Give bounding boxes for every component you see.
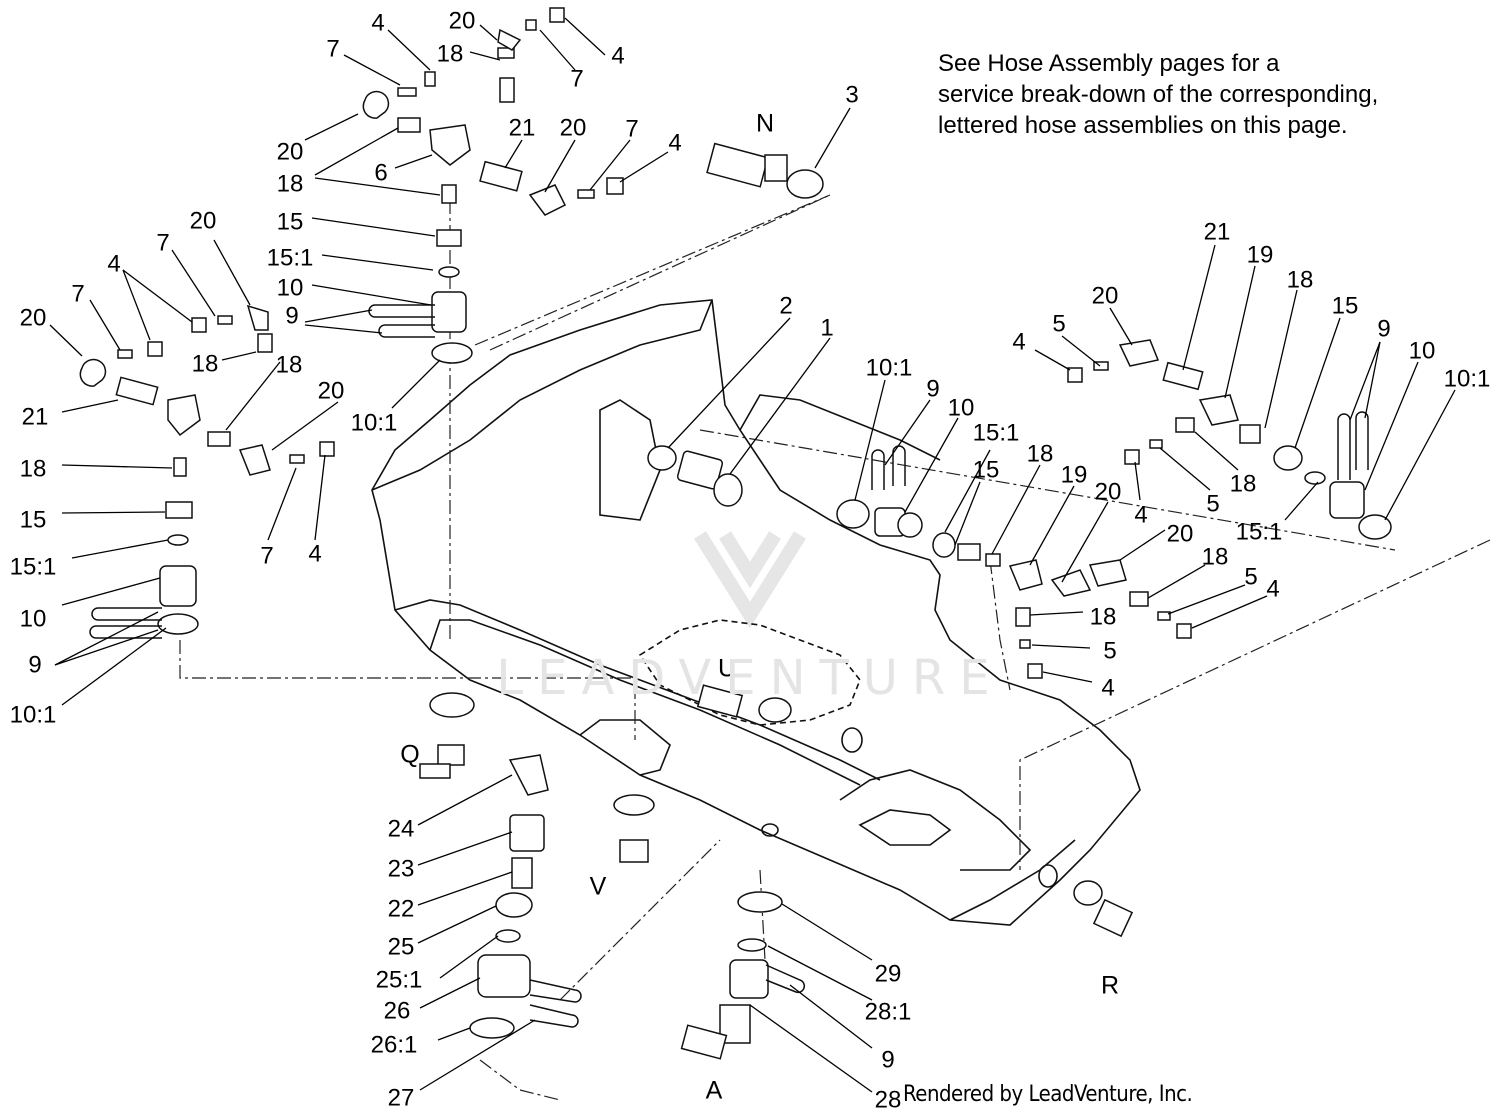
part-number-callout: 6	[374, 159, 387, 186]
part-number-callout: 20	[449, 7, 476, 34]
part-number-callout: 20	[560, 114, 587, 141]
part-number-callout: 5	[1103, 637, 1116, 664]
part-number-callout: 19	[1247, 241, 1274, 268]
part-number-callout: 23	[388, 855, 415, 882]
fuel-tank	[371, 299, 1141, 926]
part-number-callout: 15	[1332, 292, 1359, 319]
part-number-callout: 28:1	[865, 998, 912, 1025]
leadventure-logo-icon	[694, 531, 806, 629]
part-number-callout: 7	[260, 542, 273, 569]
hose-assembly-letter: Q	[400, 741, 419, 769]
part-number-callout: 3	[845, 81, 858, 108]
part-number-callout: 10:1	[1444, 365, 1491, 392]
part-number-callout: 25	[388, 933, 415, 960]
hose-assembly-note: See Hose Assembly pages for a service br…	[938, 48, 1478, 141]
part-number-callout: 29	[875, 960, 902, 987]
part-number-callout: 20	[1167, 520, 1194, 547]
hose-assembly-letter: V	[590, 873, 607, 901]
part-number-callout: 4	[107, 250, 120, 277]
render-credit: Rendered by LeadVenture, Inc.	[903, 1082, 1193, 1107]
part-number-callout: 18	[1287, 266, 1314, 293]
part-number-callout: 4	[1266, 575, 1279, 602]
part-number-callout: 26	[384, 997, 411, 1024]
part-number-callout: 26:1	[371, 1031, 418, 1058]
part-number-callout: 15:1	[1236, 518, 1283, 545]
part-number-callout: 5	[1206, 490, 1219, 517]
part-number-callout: 15	[277, 208, 304, 235]
note-line: See Hose Assembly pages for a	[938, 50, 1280, 77]
part-number-callout: 9	[881, 1046, 894, 1073]
part-number-callout: 10	[948, 394, 975, 421]
part-number-callout: 15:1	[10, 553, 57, 580]
hose-assembly-letter: U	[718, 655, 736, 683]
part-number-callout: 4	[668, 129, 681, 156]
part-number-callout: 18	[277, 170, 304, 197]
part-number-callout: 20	[1095, 478, 1122, 505]
part-number-callout: 4	[1134, 501, 1147, 528]
part-number-callout: 27	[388, 1084, 415, 1111]
part-number-callout: 7	[71, 280, 84, 307]
part-number-callout: 10:1	[351, 409, 398, 436]
part-number-callout: 15:1	[267, 244, 314, 271]
part-number-callout: 9	[1377, 315, 1390, 342]
hose-assembly-letter: A	[706, 1077, 723, 1105]
part-number-callout: 15	[973, 456, 1000, 483]
part-number-callout: 21	[22, 403, 49, 430]
part-number-callout: 25:1	[376, 966, 423, 993]
part-number-callout: 28	[875, 1086, 902, 1113]
part-number-callout: 10	[1409, 337, 1436, 364]
part-number-callout: 1	[820, 314, 833, 341]
part-number-callout: 18	[1202, 543, 1229, 570]
part-number-callout: 21	[1204, 218, 1231, 245]
part-number-callout: 19	[1061, 461, 1088, 488]
part-number-callout: 20	[277, 138, 304, 165]
part-number-callout: 9	[926, 375, 939, 402]
part-number-callout: 15:1	[973, 419, 1020, 446]
part-number-callout: 5	[1052, 310, 1065, 337]
part-number-callout: 7	[326, 35, 339, 62]
part-number-callout: 4	[308, 540, 321, 567]
part-number-callout: 18	[1027, 440, 1054, 467]
part-number-callout: 7	[625, 115, 638, 142]
part-number-callout: 18	[437, 40, 464, 67]
part-number-callout: 21	[509, 114, 536, 141]
part-number-callout: 4	[1012, 328, 1025, 355]
part-number-callout: 18	[192, 350, 219, 377]
part-number-callout: 4	[611, 42, 624, 69]
part-number-callout: 7	[156, 229, 169, 256]
part-number-callout: 20	[318, 377, 345, 404]
part-number-callout: 2	[779, 292, 792, 319]
part-number-callout: 7	[570, 65, 583, 92]
part-number-callout: 22	[388, 895, 415, 922]
part-number-callout: 18	[1230, 470, 1257, 497]
note-line: service break-down of the corresponding,	[938, 81, 1379, 108]
part-number-callout: 18	[20, 455, 47, 482]
fittings	[79, 7, 1392, 1060]
part-number-callout: 20	[1092, 282, 1119, 309]
note-line: lettered hose assemblies on this page.	[938, 112, 1348, 139]
part-number-callout: 4	[1101, 674, 1114, 701]
part-number-callout: 9	[285, 302, 298, 329]
hose-assembly-letter: N	[756, 110, 774, 138]
part-number-callout: 18	[276, 351, 303, 378]
part-number-callout: 20	[190, 207, 217, 234]
part-number-callout: 20	[20, 304, 47, 331]
callout-leaders	[49, 17, 1456, 1093]
part-number-callout: 10	[277, 274, 304, 301]
part-number-callout: 10:1	[10, 701, 57, 728]
part-number-callout: 10:1	[866, 354, 913, 381]
hose-assembly-letter: R	[1101, 972, 1119, 1000]
part-number-callout: 9	[28, 651, 41, 678]
part-number-callout: 5	[1244, 563, 1257, 590]
part-number-callout: 15	[20, 506, 47, 533]
leader-lines	[179, 194, 1491, 1101]
part-number-callout: 10	[20, 605, 47, 632]
watermark-text: LEADVENTURE	[496, 650, 1004, 706]
part-number-callout: 18	[1090, 603, 1117, 630]
part-number-callout: 4	[371, 9, 384, 36]
part-number-callout: 24	[388, 815, 415, 842]
